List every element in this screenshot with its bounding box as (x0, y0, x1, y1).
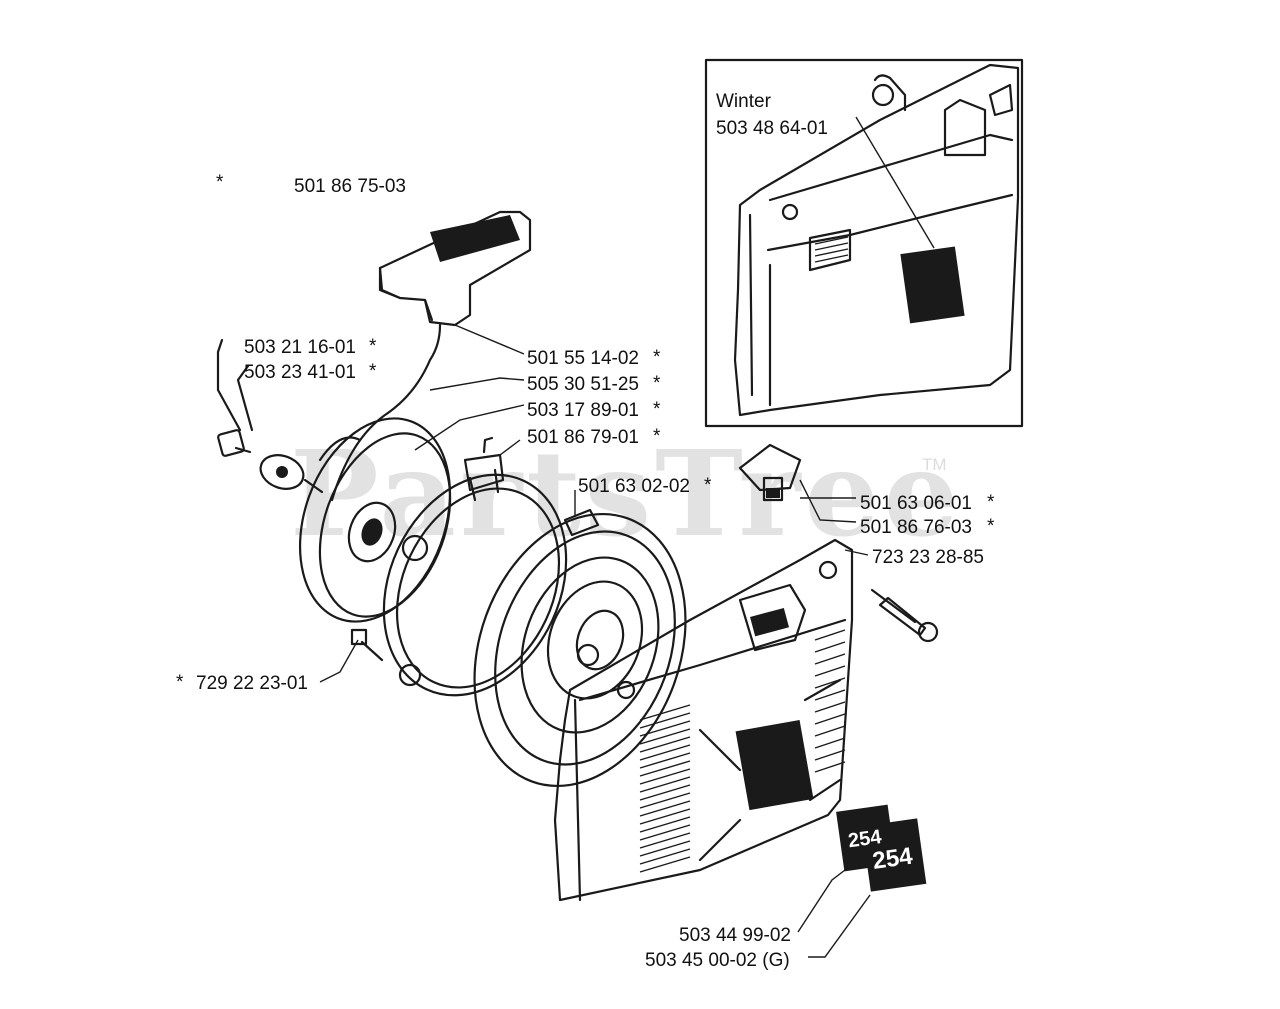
label-r6-star: * (987, 516, 995, 537)
left-fasteners (216, 338, 324, 494)
label-r4-star: * (653, 426, 661, 447)
bushing (738, 443, 802, 502)
decal-254-b (861, 818, 927, 892)
label-r2: 505 30 51-25 (527, 374, 639, 395)
label-handle-star: * (216, 172, 224, 193)
label-bolt-star: * (176, 672, 184, 693)
label-l2-star: * (369, 361, 377, 382)
inset-winter-cover: Winter 503 48 64-01 (704, 58, 1024, 428)
cover-window (735, 720, 814, 811)
label-handle: 501 86 75-03 (294, 176, 406, 197)
cover-grille (639, 629, 846, 873)
inset-cover-outline (733, 63, 1020, 417)
decal-text-b: 254 (871, 842, 915, 874)
decals: 254 254 (836, 804, 927, 892)
inset-frame (704, 58, 1024, 428)
label-l2: 503 23 41-01 (244, 362, 356, 383)
label-decal-1: 503 44 99-02 (679, 925, 791, 946)
label-r1-star: * (653, 347, 661, 368)
inset-title: Winter (716, 91, 772, 112)
starter-pulley (298, 417, 452, 623)
label-r3-star: * (653, 399, 661, 420)
cover-outline (553, 538, 854, 902)
label-r6: 501 86 76-03 (860, 517, 972, 538)
label-l1: 503 21 16-01 (244, 337, 356, 358)
decal-text-a: 254 (847, 826, 884, 853)
cover-screw (870, 588, 939, 643)
starter-handle (330, 210, 532, 502)
recoil-spring (473, 508, 687, 788)
label-l1-star: * (369, 336, 377, 357)
label-r5-star: * (987, 492, 995, 513)
label-screw: 723 23 28-85 (872, 547, 984, 568)
label-r4: 501 86 79-01 (527, 427, 639, 448)
bolt (350, 628, 384, 662)
label-r1: 501 55 14-02 (527, 348, 639, 369)
label-r2-star: * (653, 373, 661, 394)
watermark-trademark: TM (922, 455, 947, 474)
label-spring: 501 63 02-02 (578, 476, 690, 497)
starter-rope (330, 323, 442, 502)
spring-housing (382, 436, 568, 697)
label-bolt: 729 22 23-01 (196, 673, 308, 694)
part-labels: * 501 86 75-03 503 21 16-01 * 503 23 41-… (176, 172, 995, 971)
label-spring-star: * (704, 475, 712, 496)
starter-cover (553, 538, 854, 902)
leader-lines (319, 324, 871, 958)
inset-part-number: 503 48 64-01 (716, 118, 828, 139)
inset-window (900, 246, 965, 324)
label-decal-2: 503 45 00-02 (G) (645, 950, 790, 971)
label-r3: 503 17 89-01 (527, 400, 639, 421)
label-r5: 501 63 06-01 (860, 493, 972, 514)
